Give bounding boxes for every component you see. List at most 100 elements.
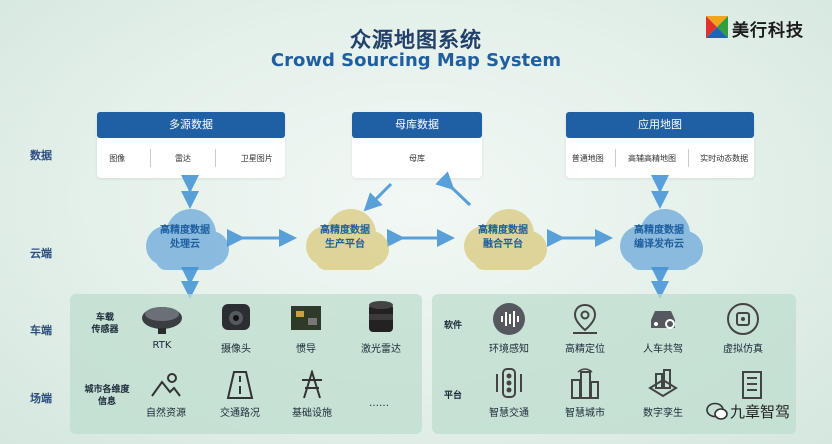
cloud-icon <box>146 209 229 270</box>
platform-label-item: 智慧城市 <box>565 408 605 419</box>
cloud-production: 高精度数据生产平台 <box>296 204 394 274</box>
camera-icon <box>222 304 250 330</box>
power-tower-icon <box>302 368 322 399</box>
platform-smart-city: 智慧城市 <box>552 366 618 419</box>
rtk-receiver-icon <box>142 307 182 334</box>
city-info-label: 城市各维度 信息 <box>74 384 140 408</box>
arrow-library-to-production <box>363 182 393 212</box>
divider <box>687 149 689 167</box>
cloud-label-line2: 融合平台 <box>483 239 523 250</box>
data-item: 图像 <box>109 153 126 163</box>
data-item: 雷达 <box>174 153 191 163</box>
software-positioning: 高精定位 <box>552 302 618 355</box>
location-pin-icon <box>573 303 597 334</box>
platform-label: 平台 <box>443 391 462 401</box>
sensor-ins: 惯导 <box>276 300 336 355</box>
city-item-label: …… <box>369 398 389 409</box>
software-simulation: 虚拟仿真 <box>710 302 776 355</box>
sensor-label-line1: 车载 <box>95 313 114 323</box>
wechat-icon <box>706 402 728 420</box>
city-item-label: 基础设施 <box>292 408 332 419</box>
cloud-processing: 高精度数据处理云 <box>136 204 234 274</box>
data-card-title: 应用地图 <box>566 112 754 138</box>
city-item-label: 交通路况 <box>220 408 260 419</box>
cloud-label-line1: 高精度数据 <box>160 225 210 236</box>
data-card-title: 母库数据 <box>352 112 482 138</box>
cloud-label-line2: 生产平台 <box>325 239 365 250</box>
platform-digital-twin: 数字孪生 <box>630 366 696 419</box>
data-card-multi-source: 多源数据 图像 雷达 卫星图片 <box>97 112 285 178</box>
cloud-label-line2: 处理云 <box>170 239 200 250</box>
sensor-label-line2: 传感器 <box>91 325 119 335</box>
divider <box>615 149 617 167</box>
cloud-icon <box>620 209 703 270</box>
data-item: 实时动态数据 <box>700 153 749 163</box>
sensor-label: 激光雷达 <box>361 344 401 355</box>
logo-text: 美行科技 <box>732 21 804 41</box>
platform-label-item: 智慧交通 <box>489 408 529 419</box>
data-item: 高辅高精地图 <box>627 153 676 163</box>
software-label: 软件 <box>443 321 462 331</box>
software-label-item: 人车共驾 <box>643 344 683 355</box>
city-label-line2: 信息 <box>97 397 116 407</box>
sensor-rtk: RTK <box>132 300 192 351</box>
city-item-traffic: 交通路况 <box>210 370 270 419</box>
platform-label-item: 数字孪生 <box>643 408 683 419</box>
platform-smart-traffic: 智慧交通 <box>476 366 542 419</box>
software-label-item: 高精定位 <box>565 344 605 355</box>
city-item-natural-resources: 自然资源 <box>136 370 196 419</box>
sensor-label: RTK <box>152 340 172 351</box>
inertial-navigation-icon <box>291 306 321 330</box>
road-icon <box>226 371 254 399</box>
row-label-cloud: 云端 <box>30 247 52 260</box>
city-item-infrastructure: 基础设施 <box>282 368 342 419</box>
page-title: 众源地图系统 <box>350 28 482 52</box>
cloud-fusion: 高精度数据融合平台 <box>454 204 552 274</box>
traffic-light-icon <box>496 368 522 398</box>
vehicle-scene-panel: 车载 传感器 RTK 摄像头 惯导 激光雷达 <box>70 294 422 434</box>
cloud-icon <box>464 209 547 270</box>
city-buildings-icon <box>571 368 599 399</box>
data-item: 普通地图 <box>571 153 604 163</box>
software-label-item: 环境感知 <box>489 344 529 355</box>
data-item: 母库 <box>409 153 425 163</box>
sensor-label: 惯导 <box>296 344 316 355</box>
application-panel: 软件 环境感知 高精定位 人车共驾 虚拟仿 <box>432 294 796 434</box>
page-subtitle: Crowd Sourcing Map System <box>270 50 562 71</box>
row-label-data: 数据 <box>30 149 52 162</box>
simulation-icon <box>727 303 759 335</box>
sound-wave-icon <box>493 303 525 335</box>
divider <box>149 149 151 167</box>
cloud-label-line1: 高精度数据 <box>634 225 684 236</box>
digital-twin-icon <box>648 369 678 398</box>
cloud-label-line2: 编译发布云 <box>634 239 684 250</box>
mountain-sun-icon <box>151 373 181 397</box>
platform-extra <box>730 366 774 404</box>
watermark: 九章智驾 <box>706 400 832 422</box>
data-card-title: 多源数据 <box>97 112 285 138</box>
divider <box>215 149 217 167</box>
city-item-more: …… <box>354 398 404 409</box>
data-card-application-map: 应用地图 普通地图 高辅高精地图 实时动态数据 <box>566 112 754 178</box>
logo-mark-icon <box>706 16 728 38</box>
row-label-scene: 场端 <box>30 392 52 405</box>
data-card-master-library: 母库数据 母库 <box>352 112 482 178</box>
row-label-vehicle: 车端 <box>30 324 52 337</box>
city-label-line1: 城市各维度 <box>84 385 130 395</box>
lidar-icon <box>369 301 393 332</box>
city-item-label: 自然资源 <box>146 408 186 419</box>
building-icon <box>742 371 762 399</box>
car-steering-icon <box>651 311 675 329</box>
watermark-text: 九章智驾 <box>730 403 791 421</box>
sensor-camera: 摄像头 <box>206 300 266 355</box>
software-co-driving: 人车共驾 <box>630 302 696 355</box>
cloud-icon <box>306 209 389 270</box>
company-logo: 美行科技 <box>706 14 826 44</box>
data-item: 卫星图片 <box>240 153 273 163</box>
cloud-publishing: 高精度数据编译发布云 <box>610 204 708 274</box>
sensor-label: 摄像头 <box>221 344 251 355</box>
sensor-group-label: 车载 传感器 <box>74 312 136 336</box>
software-label-item: 虚拟仿真 <box>723 344 763 355</box>
cloud-label-line1: 高精度数据 <box>478 225 528 236</box>
